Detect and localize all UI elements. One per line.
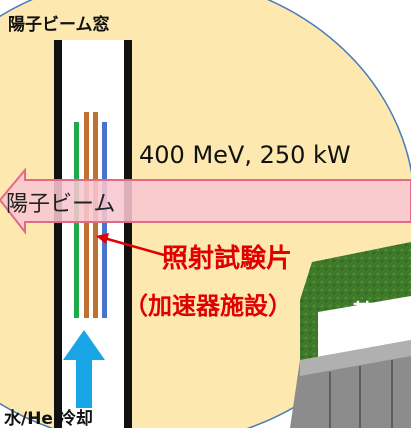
facility-building — [290, 242, 411, 428]
facility-label: （加速器施設） — [124, 292, 292, 320]
cooling-arrow — [63, 330, 105, 408]
beam-spec-label: 400 MeV, 250 kW — [139, 141, 351, 169]
beam-label: 陽子ビーム — [6, 192, 116, 217]
window-wall-right — [124, 40, 132, 428]
window-wall-left — [54, 40, 62, 428]
proton-beam-arrow — [0, 167, 411, 235]
window-label: 陽子ビーム窓 — [8, 15, 110, 35]
partial-label: 基本 — [352, 300, 394, 324]
specimen-label: 照射試験片 — [162, 244, 293, 274]
annotation-arrowhead — [96, 233, 109, 244]
cooling-label: 水/He 冷却 — [4, 409, 93, 429]
annotation-arrow-line — [103, 236, 165, 257]
